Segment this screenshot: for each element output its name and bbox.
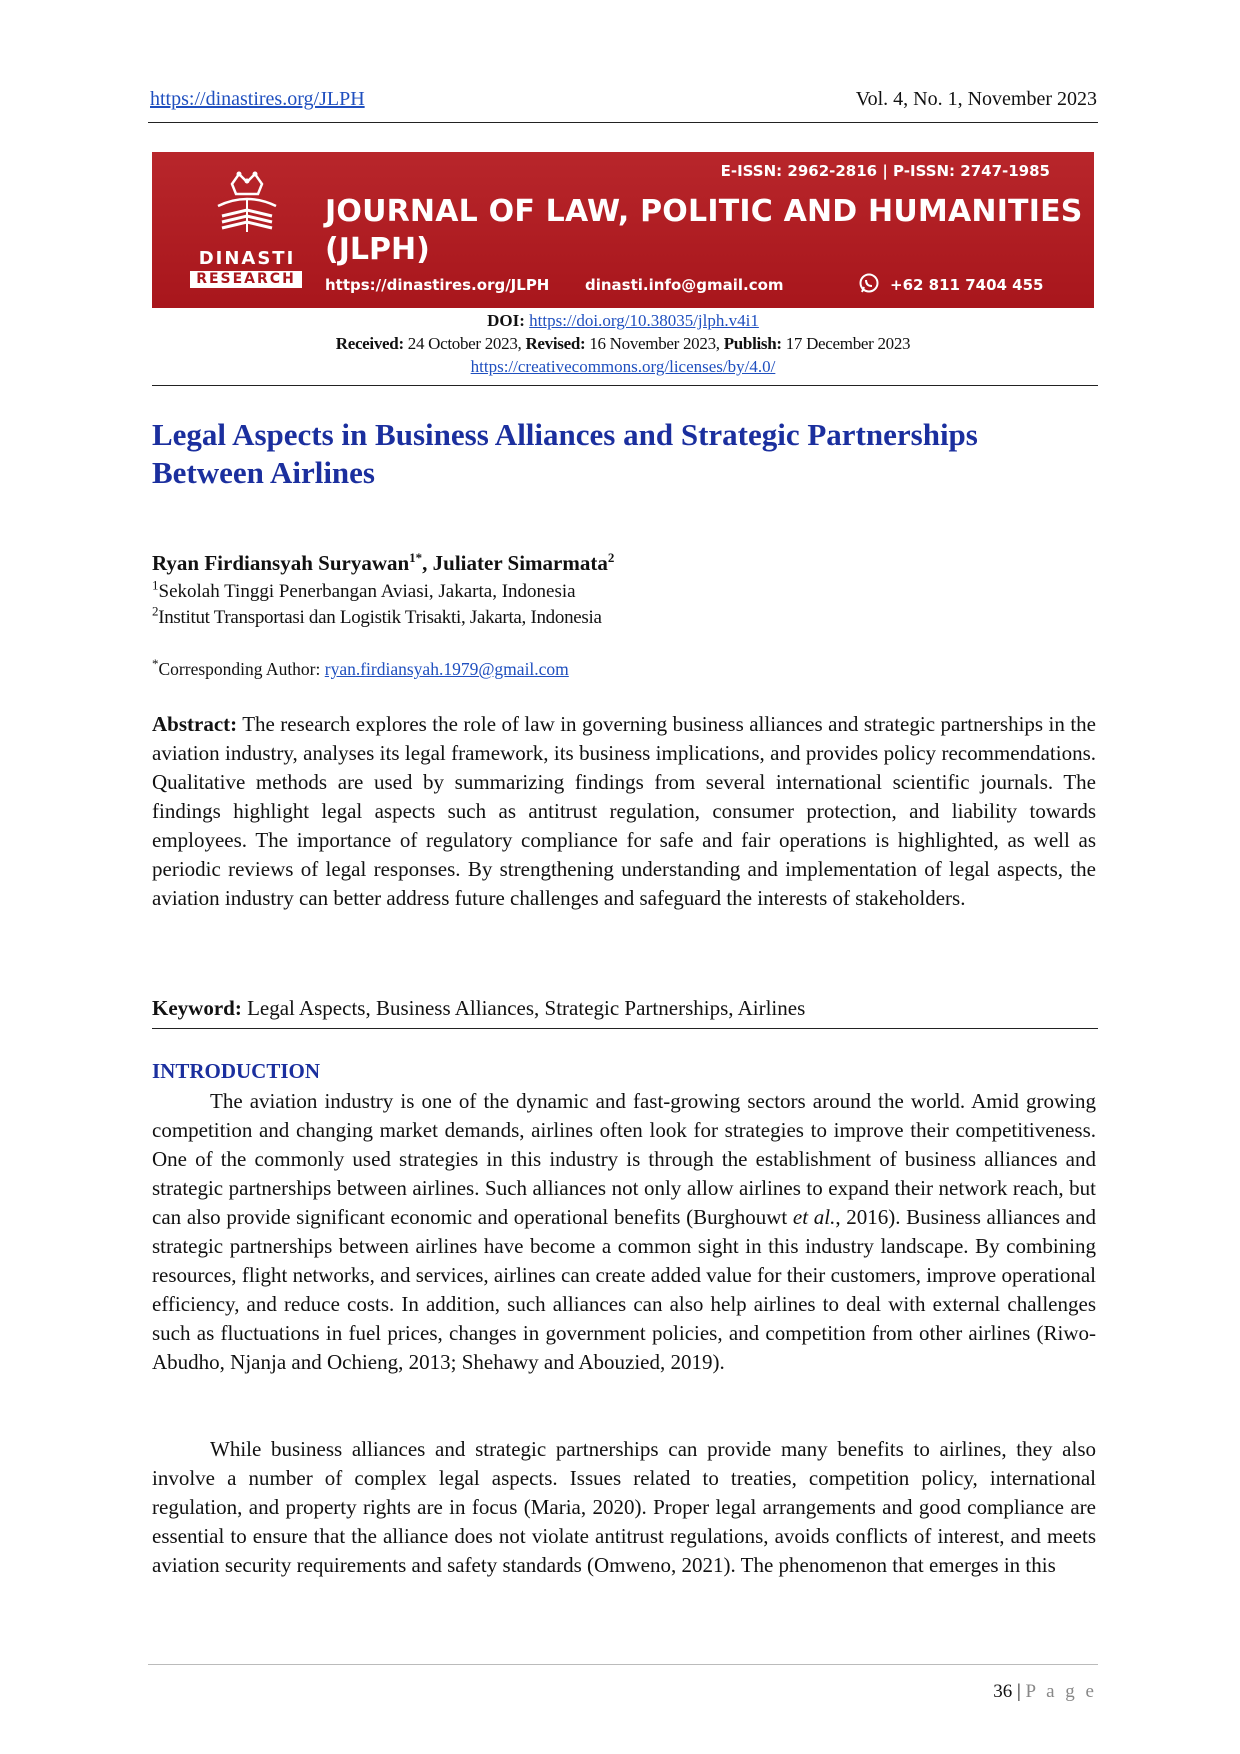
issn-text: E-ISSN: 2962-2816 | P-ISSN: 2747-1985 (720, 162, 1050, 180)
keywords-label: Keyword: (152, 996, 242, 1020)
logo-text-research: RESEARCH (190, 271, 302, 288)
doi-link[interactable]: https://doi.org/10.38035/jlph.v4i1 (529, 311, 759, 330)
introduction-paragraph-2: While business alliances and strategic p… (152, 1437, 1096, 1577)
license-line: https://creativecommons.org/licenses/by/… (152, 357, 1094, 377)
affiliation-2-mark: 2 (152, 603, 159, 619)
article-title: Legal Aspects in Business Alliances and … (152, 417, 978, 490)
corresponding-author: *Corresponding Author: ryan.firdiansyah.… (152, 656, 569, 680)
author-2: Juliater Simarmata (432, 551, 608, 575)
page-word: P a g e (1025, 1681, 1097, 1702)
keywords-divider (152, 1028, 1098, 1029)
journal-banner: DINASTI RESEARCH E-ISSN: 2962-2816 | P-I… (152, 152, 1094, 308)
received-label: Received: (335, 334, 404, 353)
banner-email: dinasti.info@gmail.com (585, 276, 784, 294)
dinasti-logo: DINASTI RESEARCH (182, 170, 312, 296)
keywords: Keyword: Legal Aspects, Business Allianc… (152, 996, 805, 1021)
author-1-mark: 1* (409, 550, 423, 565)
license-link[interactable]: https://creativecommons.org/licenses/by/… (470, 357, 776, 376)
crown-book-icon (217, 171, 277, 232)
info-divider (152, 385, 1098, 386)
footer-separator: | (1012, 1681, 1026, 1702)
abstract-text: The research explores the role of law in… (152, 712, 1096, 910)
revised-date: 16 November 2023, (589, 334, 720, 353)
publish-label: Publish: (723, 334, 782, 353)
header-volume: Vol. 4, No. 1, November 2023 (855, 88, 1097, 110)
author-separator: , (422, 551, 433, 575)
logo-text-dinasti: DINASTI (198, 248, 296, 269)
page-number: 36 (993, 1681, 1013, 1702)
affiliation-1-mark: 1 (152, 577, 159, 593)
journal-title-line2: (JLPH) (325, 232, 430, 267)
abstract: Abstract: The research explores the role… (152, 710, 1096, 913)
publish-date: 17 December 2023 (785, 334, 911, 353)
page-footer: 36 | P a g e (993, 1681, 1097, 1703)
banner-phone: +62 811 7404 455 (890, 276, 1044, 294)
keywords-text: Legal Aspects, Business Alliances, Strat… (241, 996, 806, 1020)
corresponding-email-link[interactable]: ryan.firdiansyah.1979@gmail.com (324, 659, 569, 679)
banner-url: https://dinastires.org/JLPH (325, 276, 550, 294)
received-date: 24 October 2023, (407, 334, 522, 353)
affiliation-1-text: Sekolah Tinggi Penerbangan Aviasi, Jakar… (158, 581, 576, 602)
author-line: Ryan Firdiansyah Suryawan1*, Juliater Si… (152, 551, 614, 576)
doi-line: DOI: https://doi.org/10.38035/jlph.v4i1 (152, 311, 1094, 331)
introduction-heading: INTRODUCTION (152, 1059, 321, 1083)
revised-label: Revised: (525, 334, 586, 353)
footer-divider (148, 1664, 1098, 1665)
corresponding-label: Corresponding Author: (158, 659, 325, 679)
author-2-mark: 2 (607, 550, 615, 565)
intro-p1-part-b: , 2016). Business alliances and strategi… (152, 1205, 1097, 1374)
affiliation-1: 1Sekolah Tinggi Penerbangan Aviasi, Jaka… (152, 577, 576, 603)
affiliation-2-text: Institut Transportasi dan Logistik Trisa… (158, 607, 602, 628)
affiliation-2: 2Institut Transportasi dan Logistik Tris… (152, 603, 602, 629)
introduction-paragraph-1: The aviation industry is one of the dyna… (152, 1087, 1096, 1377)
header-journal-link[interactable]: https://dinastires.org/JLPH (150, 88, 365, 110)
journal-title-line1: JOURNAL OF LAW, POLITIC AND HUMANITIES (325, 194, 1083, 229)
header-divider (148, 122, 1098, 123)
intro-p1-etal: et al. (792, 1205, 836, 1229)
dates-line: Received: 24 October 2023, Revised: 16 N… (152, 334, 1094, 354)
abstract-label: Abstract: (152, 712, 238, 736)
whatsapp-icon (859, 273, 879, 293)
corresponding-mark: * (152, 656, 159, 672)
intro-p1-part-a: The aviation industry is one of the dyna… (152, 1089, 1096, 1229)
doi-label: DOI: (487, 311, 525, 330)
author-1: Ryan Firdiansyah Suryawan (152, 551, 410, 575)
